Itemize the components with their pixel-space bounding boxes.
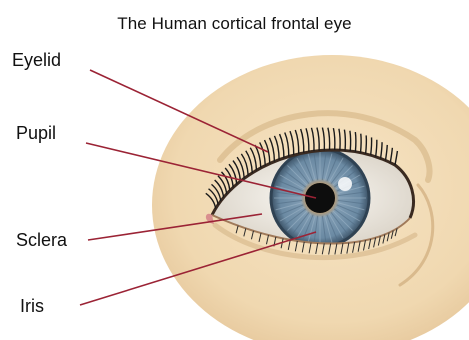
iris-label: Iris: [20, 296, 44, 317]
eye-highlight: [338, 177, 352, 191]
eyelid-label: Eyelid: [12, 50, 61, 71]
sclera-label: Sclera: [16, 230, 67, 251]
pupil-shape: [305, 183, 335, 213]
pupil-label: Pupil: [16, 123, 56, 144]
